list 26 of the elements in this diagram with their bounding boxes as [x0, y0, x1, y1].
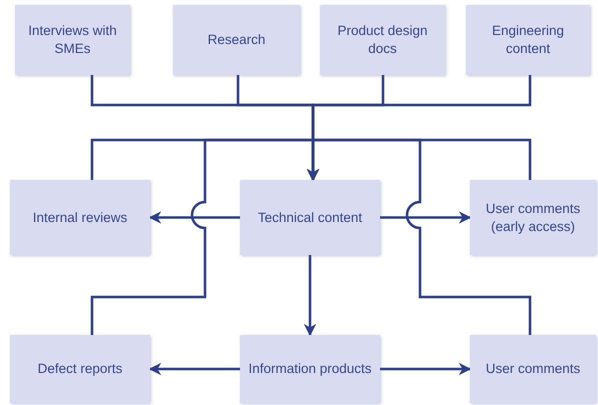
connector-arrow: [380, 362, 472, 376]
process-box: [173, 5, 300, 75]
box-label: User comments: [486, 360, 580, 378]
connector-arrow: [380, 211, 472, 224]
process-box: [240, 335, 380, 403]
box-label: Engineering content: [490, 22, 566, 58]
box-label: User comments (early access): [484, 200, 582, 236]
box-label: Internal reviews: [32, 208, 128, 226]
connector-arrow: [304, 255, 316, 336]
process-box: [470, 335, 596, 403]
process-box: [240, 180, 380, 255]
process-box: [10, 335, 150, 403]
box-label: Information products: [248, 360, 372, 378]
process-box: [320, 5, 445, 75]
box-label: Product design docs: [336, 22, 429, 58]
box-label: Interviews with SMEs: [27, 22, 118, 58]
process-box: [466, 5, 590, 75]
box-label: Defect reports: [38, 360, 122, 378]
connector-arrow: [148, 362, 240, 376]
box-label: Technical content: [258, 208, 362, 226]
process-box: [10, 180, 150, 255]
process-box: [15, 5, 130, 75]
box-label: Research: [208, 31, 266, 49]
process-box: [470, 180, 596, 255]
connector-arrow: [148, 211, 240, 224]
connector-arrow: [306, 138, 532, 335]
